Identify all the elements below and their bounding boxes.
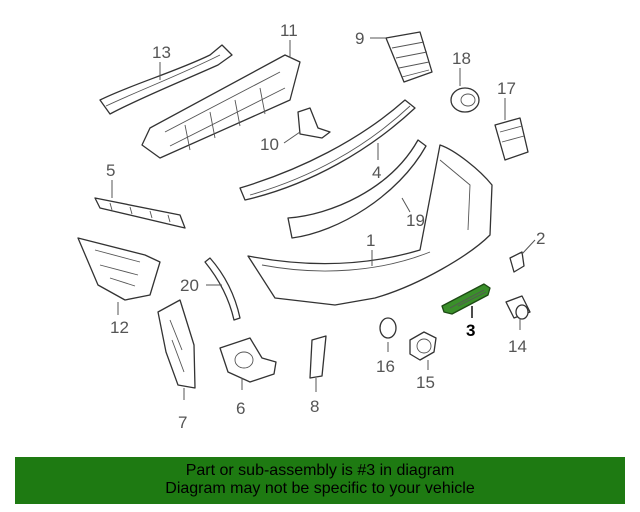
- callout-10: 10: [260, 135, 279, 154]
- part-12-side-bracket[interactable]: [77, 237, 161, 301]
- callout-16: 16: [376, 357, 395, 376]
- part-7-tall-bracket[interactable]: [157, 299, 196, 389]
- callout-14: 14: [508, 337, 527, 356]
- callout-11: 11: [280, 21, 298, 40]
- callout-4: 4: [372, 163, 381, 182]
- callout-9: 9: [355, 29, 364, 48]
- part-8-reflector[interactable]: [309, 335, 327, 379]
- callout-17: 17: [497, 79, 516, 98]
- part-10-bracket[interactable]: [297, 107, 331, 139]
- part-11-energy-absorber[interactable]: [141, 54, 301, 159]
- callout-19: 19: [406, 211, 425, 230]
- leader-2: [521, 239, 536, 255]
- banner-line-part-number: Part or sub-assembly is #3 in diagram: [185, 462, 455, 479]
- callout-12: 12: [110, 318, 129, 337]
- leader-10: [283, 131, 301, 144]
- callout-15: 15: [416, 373, 435, 392]
- exploded-parts-diagram: 13 11 9 18 17: [77, 21, 545, 432]
- part-20-curved-strip[interactable]: [204, 257, 241, 321]
- info-banner: Part or sub-assembly is #3 in diagram Di…: [15, 457, 625, 504]
- part-6-lamp-housing[interactable]: [219, 337, 277, 383]
- part-16-cap[interactable]: [379, 317, 397, 339]
- part-19-trim-strip[interactable]: [287, 139, 427, 239]
- callout-20: 20: [180, 276, 199, 295]
- part-1-bumper-cover[interactable]: [247, 144, 493, 306]
- callout-13: 13: [152, 43, 171, 62]
- leader-19: [401, 197, 411, 213]
- callout-6: 6: [236, 399, 245, 418]
- callout-7: 7: [178, 413, 187, 432]
- part-15-sensor-bezel[interactable]: [409, 331, 437, 361]
- callout-18: 18: [452, 49, 471, 68]
- part-18-sensor-housing[interactable]: [450, 87, 480, 113]
- part-3-highlighted-part[interactable]: [441, 283, 491, 315]
- callout-5: 5: [106, 161, 115, 180]
- part-5-mounting-bracket[interactable]: [94, 197, 186, 229]
- callout-3: 3: [466, 321, 475, 340]
- part-17-control-module[interactable]: [494, 117, 529, 161]
- part-14-sensor[interactable]: [505, 295, 531, 320]
- banner-line-disclaimer: Diagram may not be specific to your vehi…: [165, 480, 475, 497]
- callout-8: 8: [310, 397, 319, 416]
- callout-1: 1: [366, 231, 375, 250]
- part-9-grille[interactable]: [385, 31, 433, 83]
- part-4-upper-trim[interactable]: [239, 99, 416, 201]
- part-13-reinforcement-bar[interactable]: [99, 44, 233, 115]
- callout-2: 2: [536, 229, 545, 248]
- part-2-clip[interactable]: [509, 251, 525, 273]
